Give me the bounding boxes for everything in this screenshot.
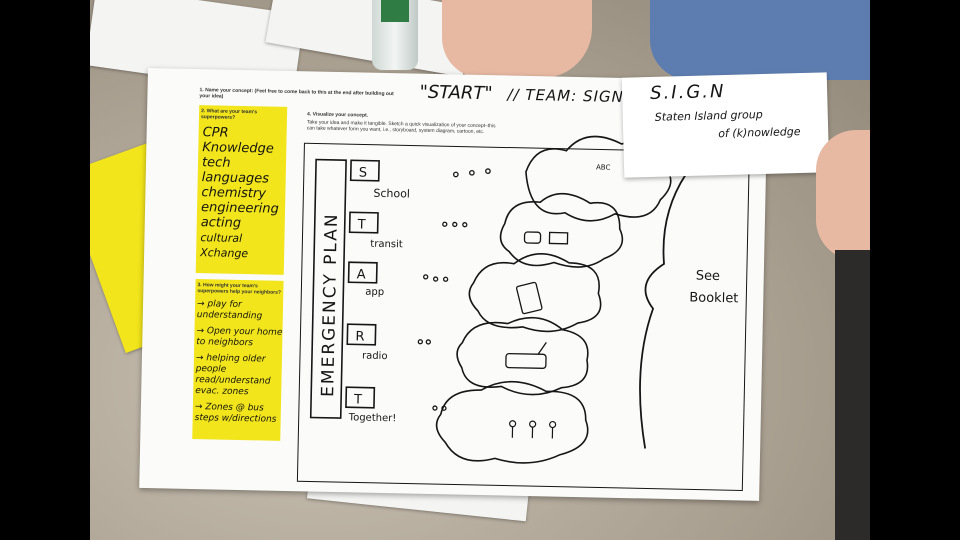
svg-text:S: S bbox=[359, 165, 368, 180]
svg-text:School: School bbox=[373, 187, 410, 201]
sign-card-subtitle-1: Staten Island group bbox=[654, 108, 763, 124]
step-t: T transit bbox=[348, 211, 403, 251]
concept-sketch: EMERGENCY PLAN S School T transit A app … bbox=[296, 135, 750, 492]
step-r: R radio bbox=[346, 323, 388, 363]
sketch-frame bbox=[296, 142, 750, 492]
see-label: See bbox=[696, 269, 721, 285]
cloud-stack bbox=[435, 135, 672, 464]
step-a: A app bbox=[347, 261, 384, 298]
cloud-abc-label: ABC bbox=[596, 163, 611, 171]
hand-top bbox=[442, 0, 592, 78]
sign-card: S.I.G.N Staten Island group of (k)nowled… bbox=[621, 72, 830, 178]
concept-poster: 1. Name your concept: (Feel free to come… bbox=[139, 68, 768, 501]
sign-card-subtitle-2: of (k)nowledge bbox=[718, 125, 801, 141]
emergency-plan-label: EMERGENCY PLAN bbox=[318, 212, 342, 397]
hand-right bbox=[816, 130, 870, 260]
svg-text:radio: radio bbox=[362, 351, 388, 363]
bottle-cap bbox=[381, 0, 409, 22]
svg-text:Together!: Together! bbox=[348, 412, 397, 424]
sleeve-right bbox=[835, 250, 870, 540]
bus-icon bbox=[523, 231, 569, 245]
dots bbox=[417, 168, 491, 411]
people-icon bbox=[509, 420, 557, 439]
step-t2: T Together! bbox=[345, 386, 397, 424]
svg-text:T: T bbox=[353, 392, 362, 407]
booklet-label: Booklet bbox=[689, 290, 738, 306]
phone-icon bbox=[515, 281, 543, 315]
svg-text:transit: transit bbox=[370, 239, 403, 251]
sign-card-title: S.I.G.N bbox=[649, 80, 726, 104]
svg-text:T: T bbox=[357, 217, 366, 232]
step-s: S School bbox=[349, 159, 410, 201]
svg-text:app: app bbox=[365, 287, 384, 298]
radio-icon bbox=[505, 342, 547, 369]
svg-text:R: R bbox=[355, 329, 364, 344]
emergency-plan-bar bbox=[309, 158, 347, 419]
svg-text:A: A bbox=[357, 267, 366, 282]
booklet-bracket bbox=[639, 173, 687, 449]
sleeve-top-right bbox=[650, 0, 870, 80]
photo: 1. Name your concept: (Feel free to come… bbox=[90, 0, 870, 540]
